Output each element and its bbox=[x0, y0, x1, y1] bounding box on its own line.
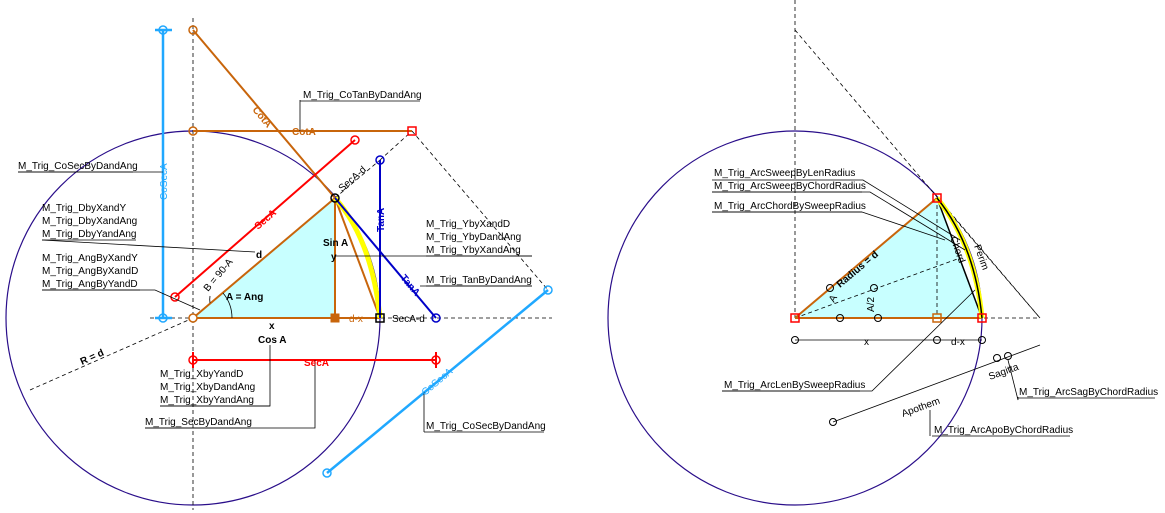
left-cosec-diagonal bbox=[326, 289, 549, 474]
label-d-minus-x: d-x bbox=[349, 314, 363, 325]
left-angle-a-arc bbox=[222, 292, 233, 319]
left-marker-top bbox=[188, 25, 198, 35]
label-seca-d-diagonal: SecA-d bbox=[337, 164, 369, 194]
label-tana-diagonal: TanA bbox=[398, 273, 422, 299]
right-marker-sag2 bbox=[1004, 352, 1012, 360]
label-r-eq-d: R = d bbox=[79, 348, 106, 368]
label-d-by-xy: M_Trig_DbyXandY bbox=[42, 203, 126, 214]
label-apothem: Apothem bbox=[900, 396, 941, 420]
label-seca-d-horizontal: SecA-d bbox=[392, 314, 425, 325]
label-y-by-xang: M_Trig_YbyXandAng bbox=[426, 245, 521, 256]
left-diagram: M_Trig_CoTanByDandAng M_Trig_CoSecByDand… bbox=[5, 18, 553, 510]
right-diagram: M_Trig_ArcSweepByLenRadius M_Trig_ArcSwe… bbox=[607, 0, 1158, 506]
label-right-d-minus-x: d-x bbox=[951, 337, 965, 348]
left-secant-line bbox=[174, 139, 356, 298]
left-marker-cot-right bbox=[407, 126, 417, 136]
left-marker-cot-left bbox=[188, 126, 198, 136]
right-marker-half1 bbox=[870, 284, 878, 292]
left-marker-sec-br bbox=[431, 355, 441, 365]
label-cotan-fn: M_Trig_CoTanByDandAng bbox=[303, 90, 422, 101]
label-cosec-vertical: CoSecA bbox=[159, 163, 170, 200]
left-cotan-dashed bbox=[411, 130, 549, 291]
right-arc-perim bbox=[936, 197, 983, 319]
label-cos-a: Cos A bbox=[258, 335, 287, 346]
left-marker-sec-bl bbox=[188, 355, 198, 365]
label-a-angle: A = Ang bbox=[226, 292, 263, 303]
label-sweep-by-chord: M_Trig_ArcSweepByChordRadius bbox=[714, 181, 866, 192]
label-y-by-dang: M_Trig_YbyDandAng bbox=[426, 232, 521, 243]
label-x-by-dang: M_Trig_XbyDandAng bbox=[160, 382, 255, 393]
left-marker-cosec-diag-l bbox=[322, 468, 332, 478]
label-sweep-by-len: M_Trig_ArcSweepByLenRadius bbox=[714, 168, 855, 179]
label-apo-by-chord: M_Trig_ArcApoByChordRadius bbox=[934, 425, 1073, 436]
label-x-by-yang: M_Trig_XbyYandAng bbox=[160, 395, 254, 406]
right-marker-origin bbox=[790, 313, 800, 323]
label-ang-by-xd: M_Trig_AngByXandD bbox=[42, 266, 138, 277]
left-marker-origin bbox=[188, 313, 198, 323]
label-sin-a: Sin A bbox=[323, 238, 348, 249]
label-cosec-bottom-fn: M_Trig_CoSecByDandAng bbox=[426, 421, 546, 432]
label-cosec-diagonal: CoSecA bbox=[420, 366, 455, 398]
left-marker-tan-end bbox=[431, 313, 441, 323]
label-y: y bbox=[331, 252, 337, 263]
right-marker-a1 bbox=[826, 284, 834, 292]
left-sec-dashed bbox=[334, 159, 381, 199]
label-sag-by-chord: M_Trig_ArcSagByChordRadius bbox=[1019, 387, 1158, 398]
left-sec-dashed-2 bbox=[379, 130, 413, 161]
right-secant-dash bbox=[794, 29, 1041, 319]
right-leader-sweep-len bbox=[712, 179, 961, 241]
label-tana-vertical: TanA bbox=[376, 208, 387, 232]
label-a-half: A/2 bbox=[866, 297, 877, 312]
label-a: A bbox=[827, 293, 840, 305]
right-marker-m2 bbox=[933, 336, 941, 344]
left-marker-foot bbox=[330, 313, 340, 323]
right-chord-line bbox=[936, 197, 983, 319]
label-d: d bbox=[256, 250, 262, 261]
right-marker-end bbox=[977, 313, 987, 323]
left-marker-sec-end bbox=[350, 135, 360, 145]
left-radius-extension bbox=[29, 317, 194, 391]
label-y-by-xd: M_Trig_YbyXandD bbox=[426, 219, 510, 230]
label-ang-by-yd: M_Trig_AngByYandD bbox=[42, 279, 138, 290]
label-tan-fn: M_Trig_TanByDandAng bbox=[426, 275, 532, 286]
label-ang-by-xy: M_Trig_AngByXandY bbox=[42, 253, 138, 264]
right-marker-half2 bbox=[874, 314, 882, 322]
left-tangent-diagonal bbox=[334, 197, 437, 319]
right-marker-apex bbox=[932, 193, 942, 203]
label-right-x: x bbox=[864, 337, 869, 348]
label-cota-horizontal: CotA bbox=[292, 127, 316, 138]
right-marker-apo bbox=[829, 418, 837, 426]
label-cota-diagonal: CotA bbox=[250, 105, 274, 130]
label-x-by-yd: M_Trig_XbyYandD bbox=[160, 369, 243, 380]
label-chord-by-sweep: M_Trig_ArcChordBySweepRadius bbox=[714, 201, 866, 212]
right-apex-dash bbox=[936, 197, 1041, 319]
right-marker-m3 bbox=[978, 336, 986, 344]
left-marker-point bbox=[330, 193, 340, 203]
left-marker-tan-top bbox=[375, 155, 385, 165]
left-hypotenuse-d bbox=[192, 197, 336, 319]
left-marker-d bbox=[375, 313, 385, 323]
right-marker-m1 bbox=[791, 336, 799, 344]
left-marker-cosec-bottom bbox=[158, 313, 168, 323]
right-marker-sag1 bbox=[993, 354, 1001, 362]
right-marker-a2 bbox=[836, 314, 844, 322]
left-leader-dby bbox=[41, 239, 256, 253]
left-marker-cosec-top bbox=[158, 25, 168, 35]
label-d-by-yang: M_Trig_DbyYandAng bbox=[42, 229, 137, 240]
label-seca-diagonal: SecA bbox=[253, 208, 279, 233]
label-sagitta: Sagitta bbox=[987, 362, 1020, 383]
left-cota-diagonal bbox=[192, 29, 336, 199]
label-x: x bbox=[269, 321, 275, 332]
left-marker-cosec-diag-r bbox=[543, 285, 553, 295]
left-cota-diag-low bbox=[334, 197, 381, 319]
right-sagitta-line bbox=[832, 344, 1041, 423]
label-cosec-top-fn: M_Trig_CoSecByDandAng bbox=[18, 161, 138, 172]
label-d-by-xang: M_Trig_DbyXandAng bbox=[42, 216, 137, 227]
label-len-by-sweep: M_Trig_ArcLenBySweepRadius bbox=[724, 380, 865, 391]
right-marker-foot bbox=[932, 313, 942, 323]
label-seca-bottom: SecA bbox=[304, 358, 329, 369]
label-sec-fn: M_Trig_SecByDandAng bbox=[145, 417, 252, 428]
